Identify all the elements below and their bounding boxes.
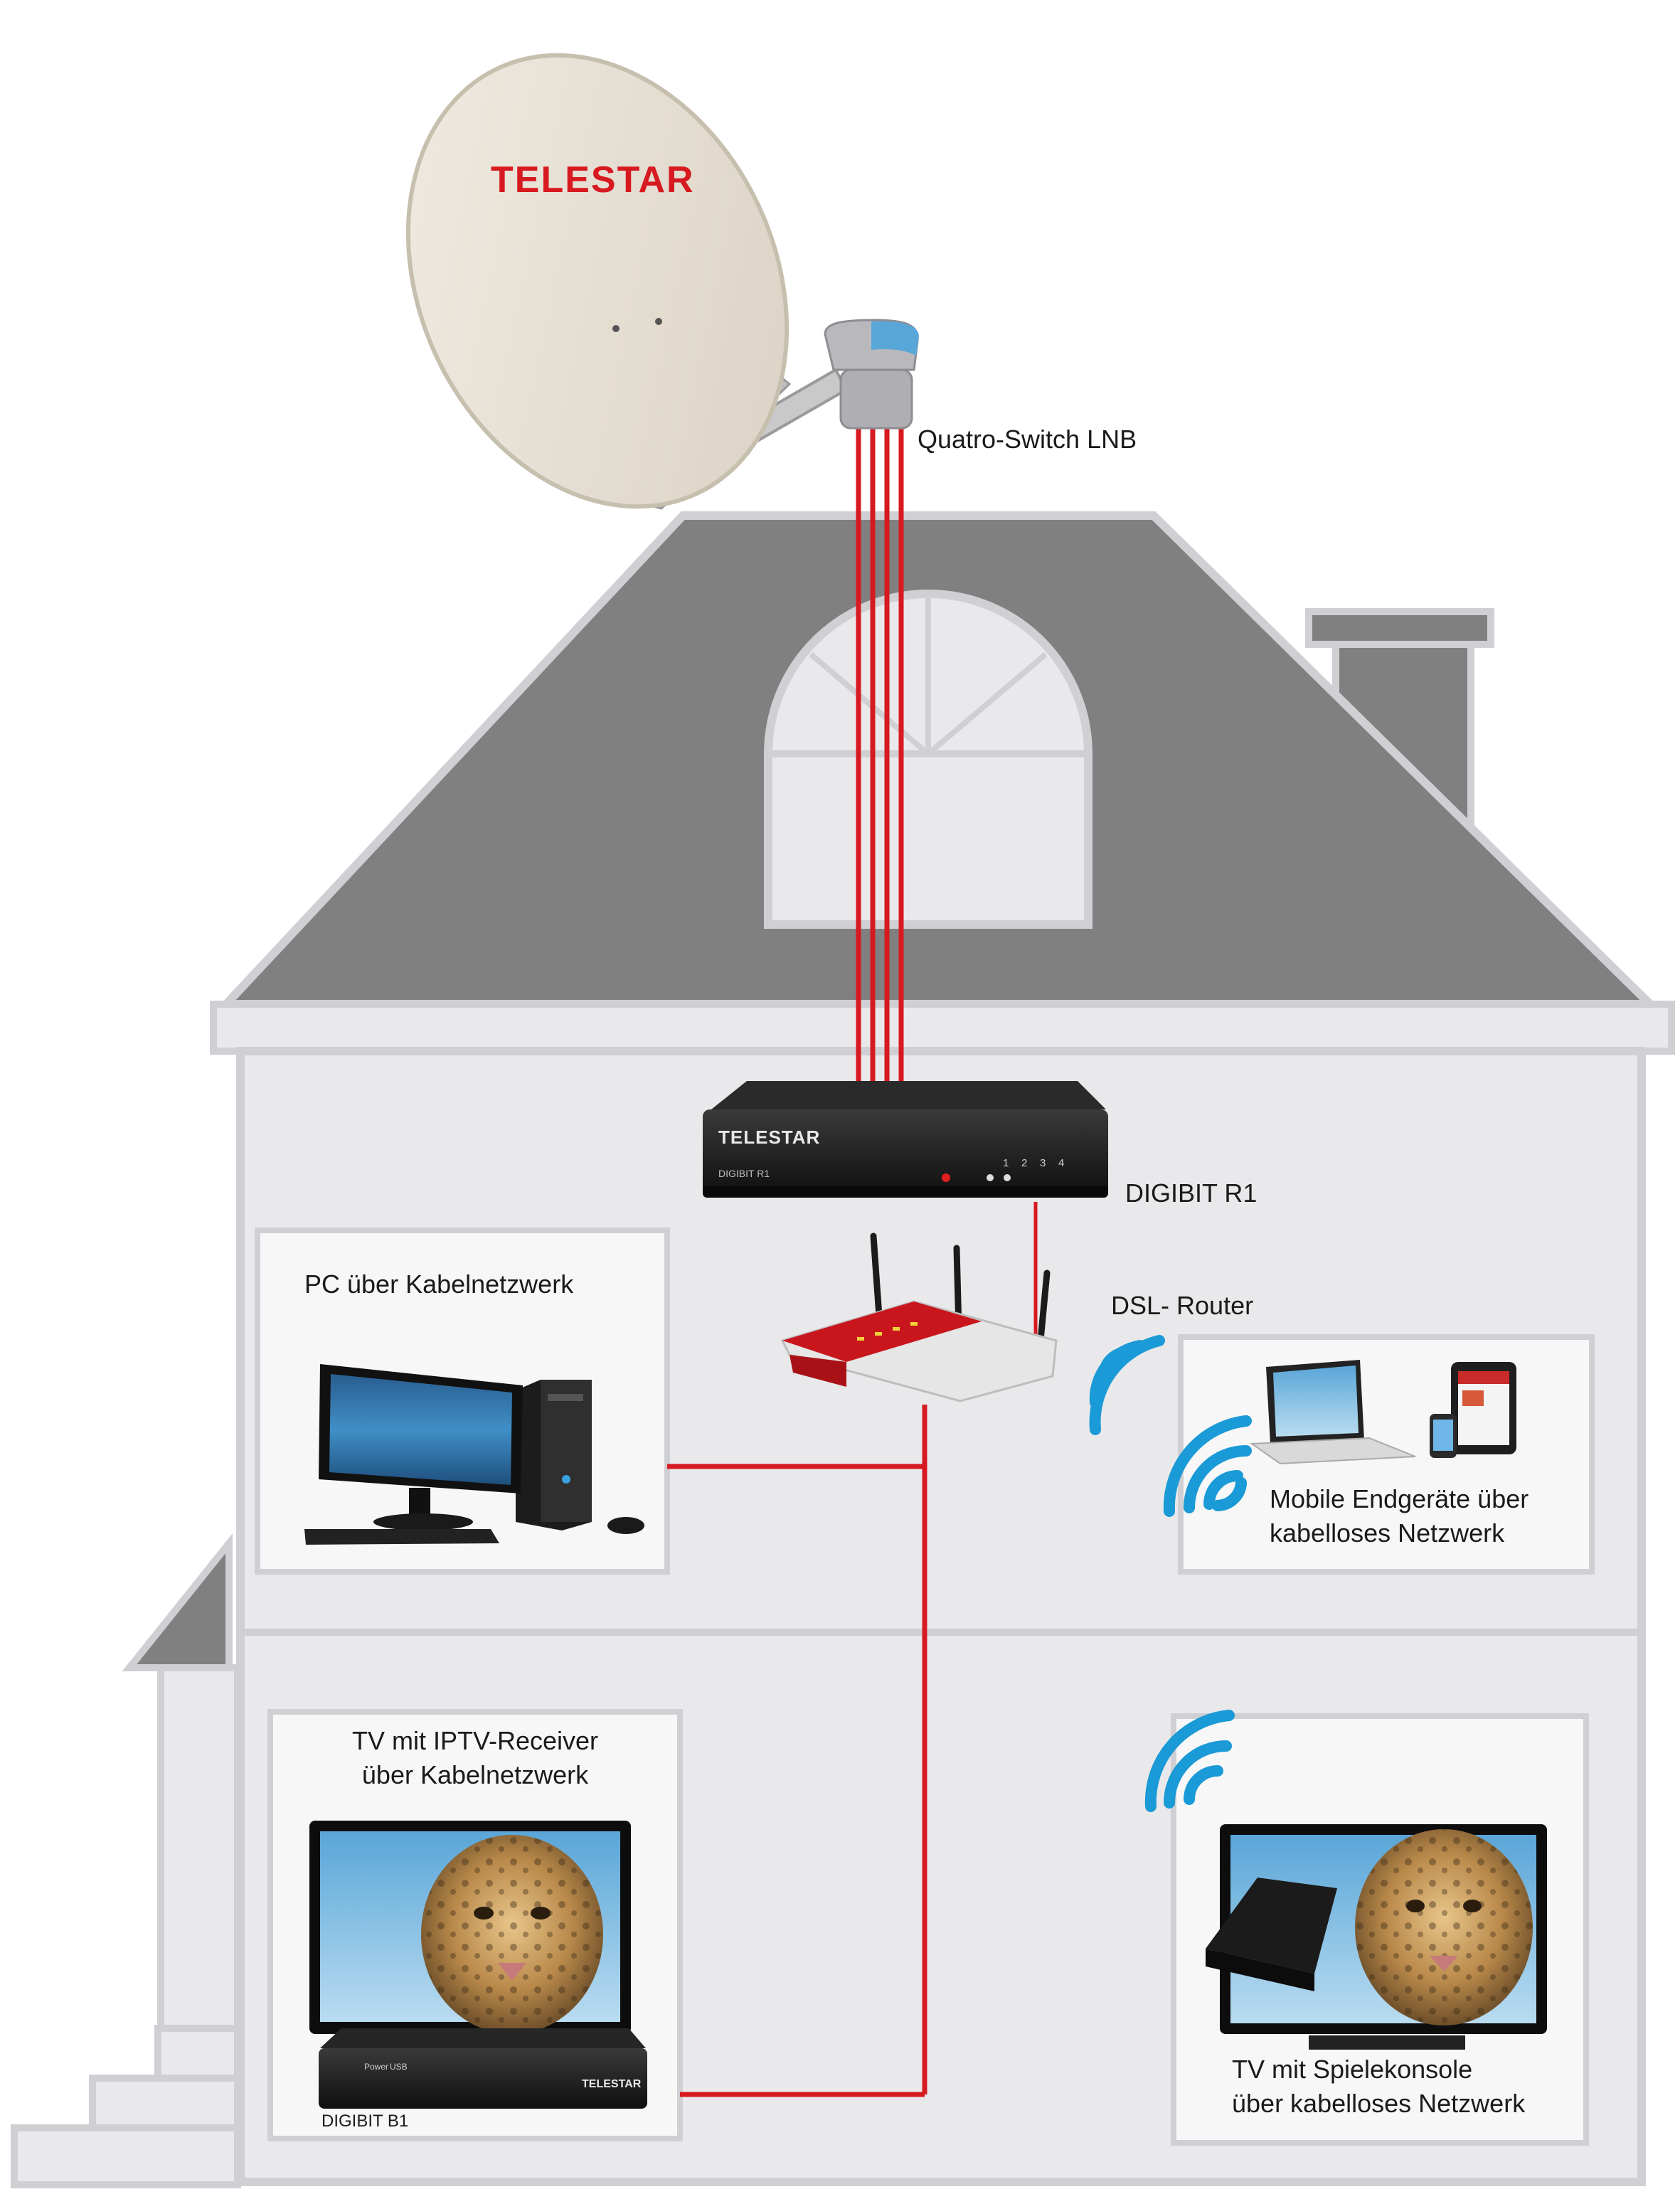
dish-brand-text: TELESTAR [491, 159, 695, 201]
r1-port-3: 3 [1040, 1157, 1046, 1169]
iptv-label-line1: TV mit IPTV-Receiver [352, 1726, 598, 1755]
b1-brand-text: TELESTAR [582, 2078, 642, 2090]
mobile-devices [1250, 1360, 1516, 1465]
r1-port-2: 2 [1021, 1157, 1027, 1169]
wifi-icon-console [1144, 1710, 1235, 1812]
iptv-label-line2: über Kabelnetzwerk [362, 1760, 589, 1789]
satellite-dish: TELESTAR [405, 53, 919, 510]
console-label-line2: über kabelloses Netzwerk [1232, 2089, 1526, 2118]
digibit-r1-label: DIGIBIT R1 [1125, 1178, 1257, 1208]
b1-power-text: Power [364, 2062, 388, 2072]
digibit-b1-label: DIGIBIT B1 [321, 2112, 408, 2131]
mobile-label-line1: Mobile Endgeräte über [1270, 1484, 1529, 1513]
digibit-b1-device: Power USB TELESTAR [319, 2028, 647, 2109]
dish-reflector [405, 53, 790, 509]
digibit-r1-device: TELESTAR DIGIBIT R1 1 2 3 4 [703, 1081, 1108, 1198]
pc-room-title: PC über Kabelnetzwerk [304, 1269, 574, 1299]
annex-roof [122, 1533, 233, 1671]
console-label-line1: TV mit Spielekonsole [1232, 2055, 1472, 2084]
mobile-label-line2: kabelloses Netzwerk [1270, 1518, 1505, 1548]
tv-iptv [309, 1821, 631, 2034]
wifi-icon-mobile [1163, 1415, 1252, 1517]
dormer-window [764, 590, 1092, 929]
dsl-router-label: DSL- Router [1111, 1291, 1253, 1320]
quattro-lnb [824, 319, 919, 430]
b1-usb-text: USB [390, 2062, 408, 2072]
steps [11, 2025, 241, 2188]
chimney-cap [1305, 608, 1494, 648]
lnb-label: Quatro-Switch LNB [918, 425, 1137, 454]
dsl-router-device [780, 1232, 1058, 1402]
r1-power-led [942, 1173, 950, 1182]
game-console [1206, 1878, 1337, 1974]
r1-model-text: DIGIBIT R1 [718, 1168, 770, 1179]
r1-brand-text: TELESTAR [718, 1127, 820, 1148]
cables [667, 425, 1038, 2097]
r1-port-4: 4 [1058, 1157, 1064, 1169]
wifi-icon-router [1089, 1335, 1165, 1435]
desktop-pc [304, 1364, 644, 1545]
eave-beam [210, 1001, 1675, 1055]
tv-console [1206, 1824, 1547, 2050]
r1-port-1: 1 [1003, 1157, 1009, 1169]
